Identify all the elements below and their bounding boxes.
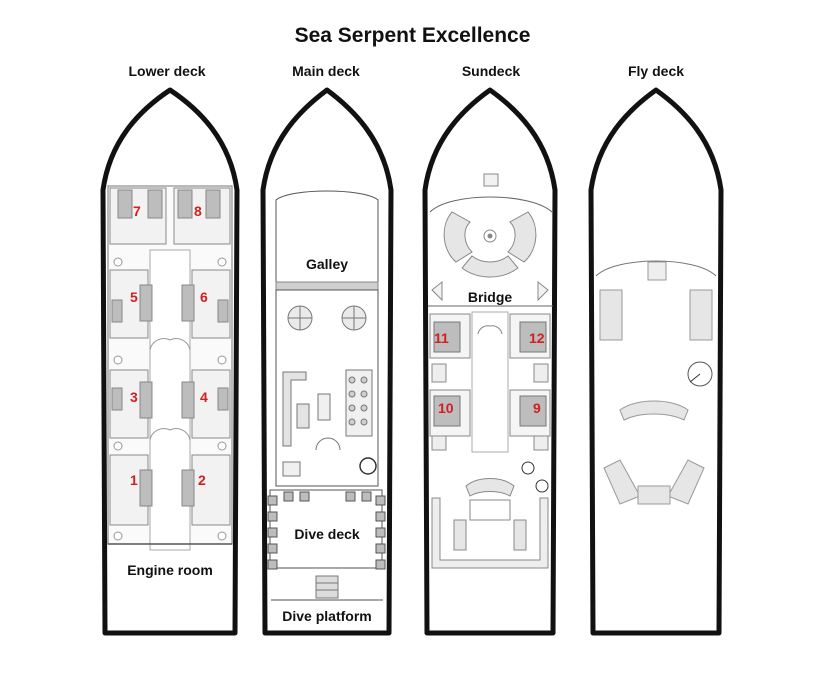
cabin-number: 10 bbox=[438, 400, 454, 416]
deck-label-fly: Fly deck bbox=[627, 63, 685, 79]
lower-deck-cabins bbox=[107, 185, 233, 551]
deck-label-lower: Lower deck bbox=[128, 63, 206, 79]
cabin-number: 7 bbox=[133, 203, 141, 219]
sundeck-layout bbox=[428, 173, 553, 569]
main-deck-hull bbox=[260, 87, 394, 636]
fly-deck-layout bbox=[595, 260, 717, 505]
area-galley: Galley bbox=[305, 256, 349, 272]
deck-label-main: Main deck bbox=[292, 63, 360, 79]
main-deck-layout bbox=[267, 190, 386, 601]
cabin-number: 2 bbox=[198, 472, 206, 488]
diagram-title: Sea Serpent Excellence bbox=[294, 24, 531, 47]
cabin-number: 12 bbox=[529, 330, 545, 346]
cabin-number: 3 bbox=[130, 389, 138, 405]
area-bridge: Bridge bbox=[467, 289, 513, 305]
cabin-number: 4 bbox=[200, 389, 208, 405]
area-dive-deck: Dive deck bbox=[294, 526, 360, 542]
cabin-number: 8 bbox=[194, 203, 202, 219]
area-engine-room: Engine room bbox=[127, 562, 213, 578]
cabin-number: 11 bbox=[434, 330, 449, 346]
cabin-number: 6 bbox=[200, 289, 208, 305]
cabin-number: 5 bbox=[130, 289, 138, 305]
cabin-number: 1 bbox=[130, 472, 138, 488]
area-dive-platform: Dive platform bbox=[282, 608, 372, 624]
deck-label-sundeck: Sundeck bbox=[461, 63, 521, 79]
fly-deck-hull bbox=[588, 87, 724, 636]
cabin-number: 9 bbox=[533, 400, 541, 416]
